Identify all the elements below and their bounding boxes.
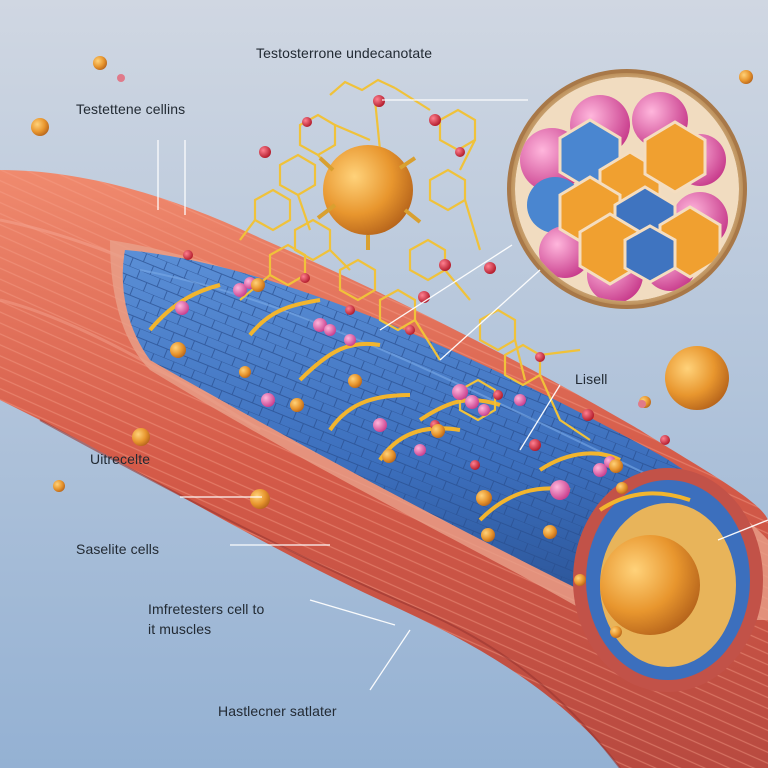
fiber-cross-section xyxy=(573,468,763,692)
label-hastlecner-satlater: Hastlecner satlater xyxy=(218,703,337,719)
leader-lines xyxy=(157,99,768,691)
magnified-cell-inset xyxy=(507,69,747,309)
label-testettene-cellins: Testettene cellins xyxy=(76,101,186,117)
small-red-particles xyxy=(117,74,646,408)
central-molecule-ball xyxy=(316,145,422,250)
label-imfretesters-line2: it muscles xyxy=(148,621,212,637)
label-testosterone-undecanotate: Testosterrone undecanotate xyxy=(256,45,433,61)
label-uitrecelte: Uitrecelte xyxy=(90,451,151,467)
orange-particles xyxy=(170,278,628,638)
large-orange-cell xyxy=(600,535,700,635)
label-lisell: Lisell xyxy=(575,371,608,387)
label-imfretesters-line1: Imfretesters cell to xyxy=(148,601,265,617)
label-saselite-cells: Saselite cells xyxy=(76,541,160,557)
testosterone-molecule xyxy=(239,78,591,441)
floating-particles xyxy=(31,56,753,509)
muscle-fiber-bundle xyxy=(122,250,726,605)
